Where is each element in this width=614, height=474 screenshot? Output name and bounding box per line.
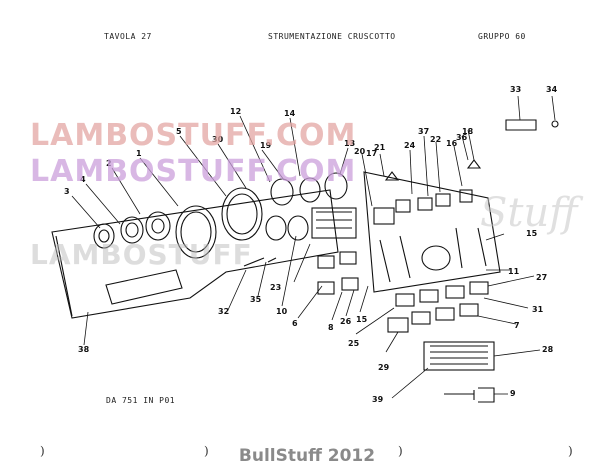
table-number: TAVOLA 27 (104, 32, 152, 41)
label-4: 4 (80, 175, 86, 184)
label-36: 36 (456, 133, 468, 142)
binding-mark: ) (40, 444, 45, 458)
label-16: 16 (446, 139, 458, 148)
label-29: 29 (378, 363, 390, 372)
rocker-switches (317, 251, 489, 333)
binding-mark: ) (398, 444, 403, 458)
footer-credit: BullStuff 2012 (238, 446, 376, 466)
label-26: 26 (340, 317, 352, 326)
label-37: 37 (418, 127, 429, 136)
label-28: 28 (542, 345, 554, 354)
panel-window (105, 269, 183, 305)
label-12: 12 (230, 107, 241, 116)
dashboard-panel (51, 189, 339, 319)
label-13: 13 (344, 139, 355, 148)
label-24: 24 (404, 141, 416, 150)
binding-mark: ) (568, 444, 573, 458)
label-15a: 15 (356, 315, 368, 324)
label-1: 1 (136, 149, 142, 158)
label-27: 27 (536, 273, 547, 282)
label-5: 5 (176, 127, 182, 136)
watermark-red: LAMBOSTUFF.COM (30, 118, 357, 153)
label-38: 38 (78, 345, 90, 354)
label-17: 17 (366, 149, 377, 158)
label-35: 35 (250, 295, 262, 304)
label-2: 2 (106, 159, 112, 168)
switch-panel (363, 171, 501, 293)
label-22: 22 (430, 135, 441, 144)
label-9: 9 (510, 389, 516, 398)
label-10: 10 (276, 307, 288, 316)
label-30: 30 (212, 135, 224, 144)
label-3: 3 (64, 187, 70, 196)
watermark-grey: LAMBOSTUFF (30, 238, 253, 271)
label-15b: 15 (526, 229, 538, 238)
screw-part (444, 387, 495, 403)
label-25: 25 (348, 339, 360, 348)
bulb-holder (505, 119, 537, 131)
watermark-purple: LAMBOSTUFF.COM (30, 154, 357, 189)
label-31: 31 (532, 305, 544, 314)
label-19: 19 (260, 141, 272, 150)
label-39: 39 (372, 395, 384, 404)
diagram-title: STRUMENTAZIONE CRUSCOTTO (268, 32, 396, 41)
label-14: 14 (284, 109, 296, 118)
label-34: 34 (546, 85, 558, 94)
label-6: 6 (292, 319, 298, 328)
label-20: 20 (354, 147, 366, 156)
label-8: 8 (328, 323, 334, 332)
warning-light-block (311, 207, 357, 239)
label-33: 33 (510, 85, 521, 94)
model-range-code: DA 751 IN P01 (106, 396, 176, 405)
label-21: 21 (374, 143, 386, 152)
label-18: 18 (462, 127, 474, 136)
group-number: GRUPPO 60 (478, 32, 526, 41)
label-7: 7 (514, 321, 520, 330)
watermark-stuff: Stuff (480, 190, 578, 236)
label-32: 32 (218, 307, 229, 316)
label-11: 11 (508, 267, 520, 276)
gauge-cluster (93, 172, 348, 259)
binding-mark: ) (204, 444, 209, 458)
label-23: 23 (270, 283, 281, 292)
